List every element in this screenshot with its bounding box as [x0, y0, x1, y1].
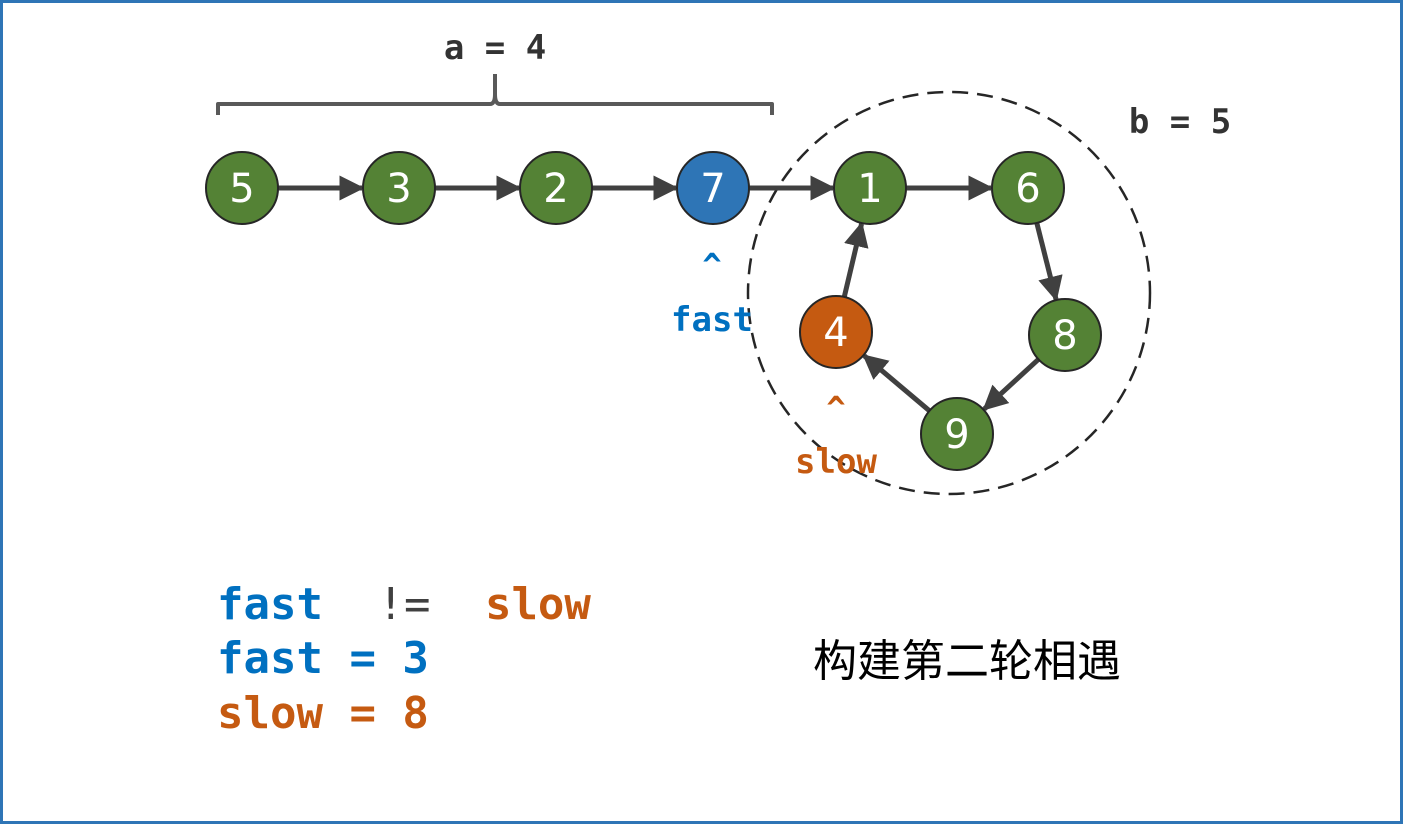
nodes-layer: 5 3 2 7 1 6 8 9 4 [205, 151, 1102, 471]
node-8: 8 [1028, 298, 1102, 372]
cycle-boundary [746, 90, 1152, 496]
node-circle [362, 151, 436, 225]
node-2: 2 [519, 151, 593, 225]
node-circle [676, 151, 750, 225]
node-circle [205, 151, 279, 225]
node-value: 2 [543, 166, 568, 212]
b-length-label: b = 5 [1129, 102, 1231, 142]
node-circle [799, 295, 873, 369]
a-length-label: a = 4 [444, 28, 546, 68]
slow-caret: ^ [826, 389, 845, 427]
edge-n6-n8 [1034, 222, 1063, 302]
node-9: 9 [920, 397, 994, 471]
node-circle [1028, 298, 1102, 372]
node-circle [991, 151, 1065, 225]
node-value: 1 [857, 166, 882, 212]
node-5: 5 [205, 151, 279, 225]
fast-caret: ^ [702, 246, 721, 284]
status-fast-word: fast [217, 579, 323, 630]
node-value: 7 [700, 166, 725, 212]
slow-pointer-label: slow [795, 442, 877, 482]
status-line-slow: slow = 8 [217, 688, 429, 739]
status-line-1: fast != slow [217, 579, 591, 630]
node-circle [833, 151, 907, 225]
node-value: 8 [1052, 313, 1077, 359]
node-value: 4 [823, 310, 848, 356]
node-circle [519, 151, 593, 225]
edge-n9-n4 [862, 353, 932, 413]
caption: 构建第二轮相遇 [813, 636, 1121, 687]
edge-n4-n1 [841, 221, 869, 298]
node-circle [920, 397, 994, 471]
edge-n8-n9 [982, 357, 1041, 411]
edges-layer [278, 175, 1063, 413]
node-7: 7 [676, 151, 750, 225]
linked-list-cycle-diagram: a = 4 b = 5 5 3 2 7 1 6 8 9 4 ^ fast ^ slow fast… [205, 28, 1231, 739]
fast-pointer-label: fast [671, 300, 753, 340]
a-brace [216, 74, 774, 115]
node-value: 6 [1015, 166, 1040, 212]
node-3: 3 [362, 151, 436, 225]
status-slow-word: slow [485, 579, 591, 630]
node-6: 6 [991, 151, 1065, 225]
node-4: 4 [799, 295, 873, 369]
status-line-fast: fast = 3 [217, 633, 429, 684]
node-value: 3 [386, 166, 411, 212]
status-not-equal: != [377, 579, 430, 630]
node-1: 1 [833, 151, 907, 225]
node-value: 5 [229, 166, 254, 212]
node-value: 9 [944, 412, 969, 458]
